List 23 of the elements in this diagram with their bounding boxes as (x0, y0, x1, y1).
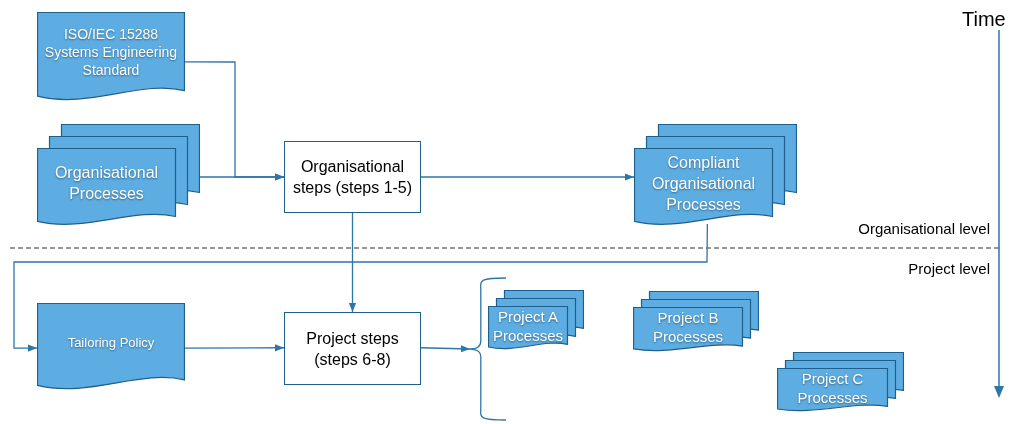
level-label: Project level (908, 259, 990, 279)
document-text: Project C Processes (796, 368, 869, 407)
arrow (420, 173, 635, 181)
arrow (420, 345, 471, 353)
document-stack (633, 291, 759, 354)
document-text: Compliant Organisational Processes (650, 152, 757, 215)
document-stack (777, 352, 904, 414)
document-text: Project B Processes (652, 308, 724, 347)
arrow (199, 173, 285, 181)
process-box (284, 141, 421, 213)
arrow (184, 344, 285, 352)
document-stack (488, 290, 584, 352)
axis-label: Time (962, 7, 1006, 32)
arrow (13, 223, 708, 352)
box-text: Organisational steps (steps 1-5) (291, 157, 414, 198)
process-box (284, 312, 421, 385)
level-label: Organisational level (858, 219, 990, 239)
box-text: Project steps (steps 6-8) (305, 328, 400, 370)
document-text: ISO/IEC 15288 Systems Engineering Standard (43, 25, 179, 80)
document-text: Tailoring Policy (67, 334, 155, 352)
document-text: Organisational Processes (53, 163, 160, 205)
document-text: Project A Processes (492, 306, 564, 345)
arrow (348, 212, 357, 313)
